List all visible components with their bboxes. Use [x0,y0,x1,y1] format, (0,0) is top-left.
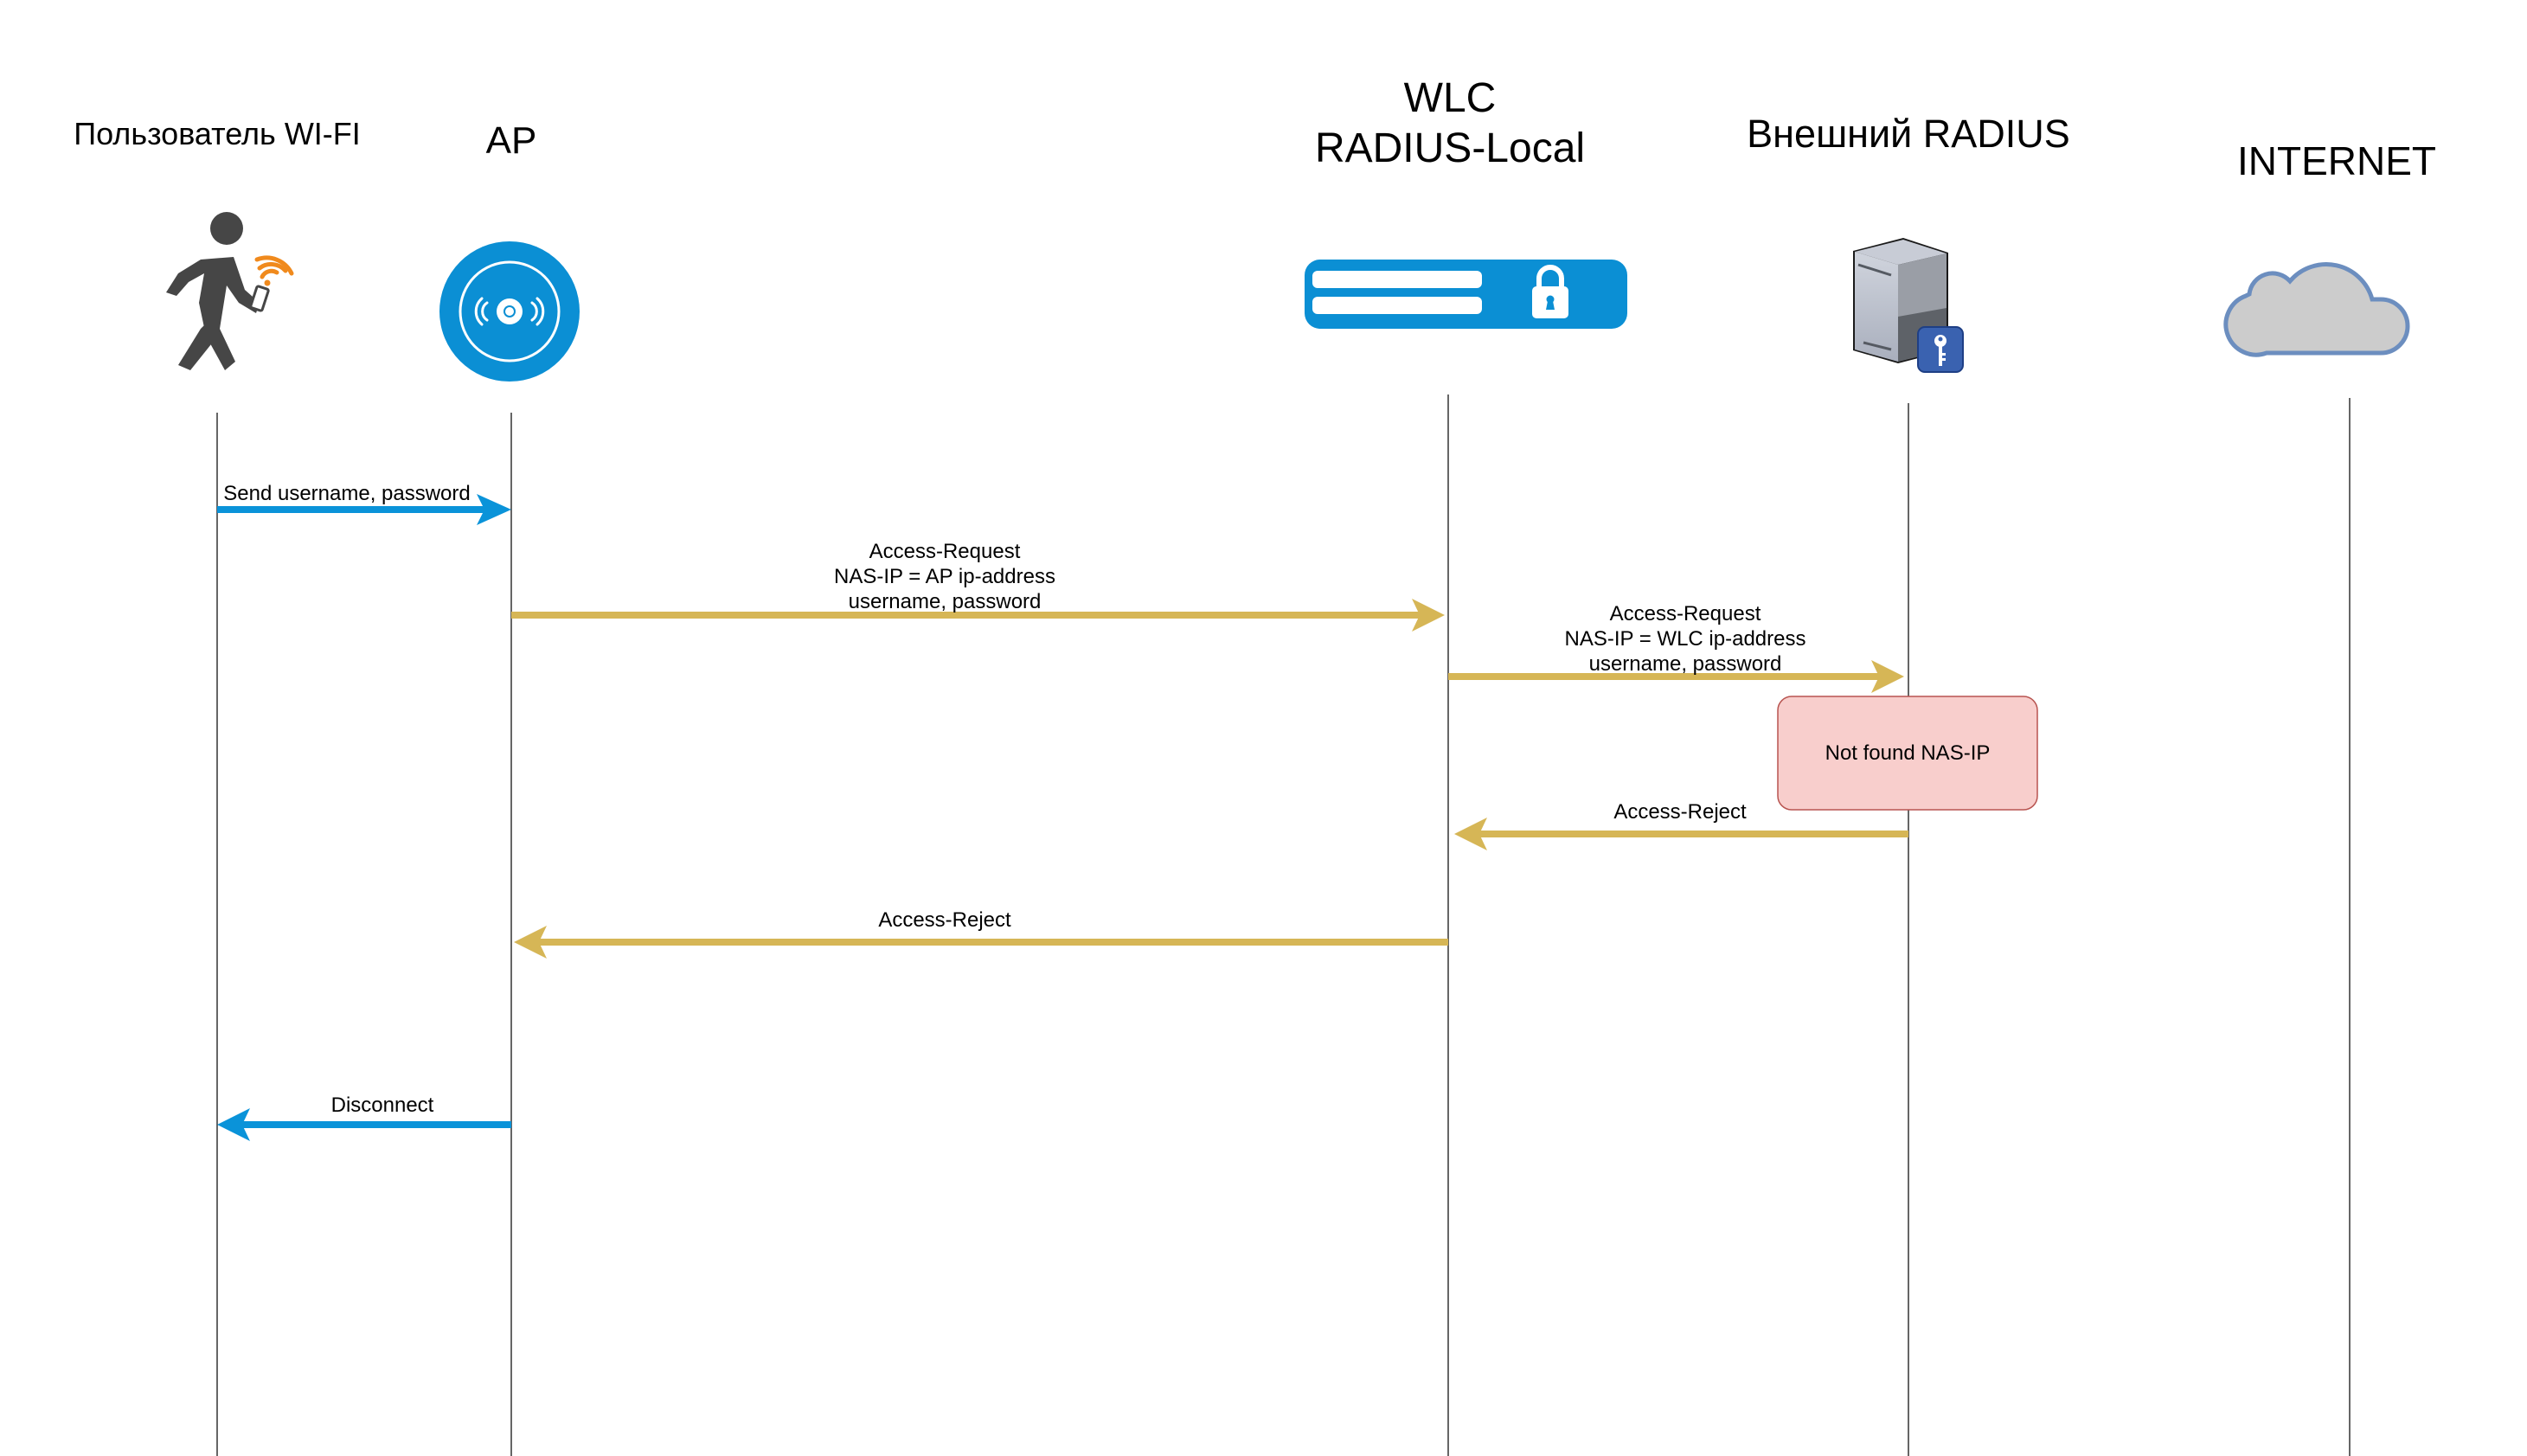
message-label: Disconnect [331,1094,434,1117]
message-label: Send username, password [223,482,471,505]
message-label: Access-Reject [878,908,1011,932]
lifelines [216,394,2351,1456]
note-not-found-nas-ip: Not found NAS-IP [1777,696,2038,811]
participant-user: Пользователь WI-FI [74,116,361,370]
message-label-line-2: NAS-IP = WLC ip-address [1565,627,1806,651]
message-label-line-3: username, password [849,590,1042,613]
server-key-icon [1853,238,1964,373]
arrowhead-left [217,1108,250,1141]
message-label-line-1: Access-Request [869,540,1021,563]
arrowhead-right [477,494,511,525]
arrowhead-left [514,926,547,959]
message-access-request-wlc: Access-Request NAS-IP = WLC ip-address u… [1448,602,1904,693]
access-point-icon [439,241,580,382]
note-text: Not found NAS-IP [1825,741,1991,765]
message-label-line-2: NAS-IP = AP ip-address [834,565,1055,588]
message-label: Access-Reject [1613,800,1747,824]
message-send-credentials: Send username, password [217,482,511,525]
wlc-lock-icon [1305,260,1627,329]
participant-wlc: WLC RADIUS-Local [1305,75,1627,329]
participant-label: INTERNET [2237,138,2436,183]
participant-label-line-1: WLC [1404,75,1497,121]
message-label-line-1: Access-Request [1610,602,1761,625]
arrowhead-left [1454,818,1487,850]
participant-label-line-2: RADIUS-Local [1315,125,1585,171]
message-disconnect: Disconnect [217,1094,511,1141]
participant-radius: Внешний RADIUS [1747,112,2070,373]
participant-label: AP [486,119,537,162]
message-access-reject-radius: Access-Reject [1454,800,1908,850]
walking-person-with-phone-wifi-icon [166,212,294,370]
participant-ap: AP [439,119,580,382]
message-access-reject-wlc: Access-Reject [514,908,1448,959]
message-access-request-ap: Access-Request NAS-IP = AP ip-address us… [511,540,1445,632]
arrowhead-right [1871,660,1904,693]
participant-label: Пользователь WI-FI [74,116,361,151]
participant-label: Внешний RADIUS [1747,112,2070,156]
cloud-icon [2223,262,2410,357]
arrowhead-right [1412,599,1445,632]
participant-internet: INTERNET [2223,138,2436,357]
message-label-line-3: username, password [1589,652,1782,676]
